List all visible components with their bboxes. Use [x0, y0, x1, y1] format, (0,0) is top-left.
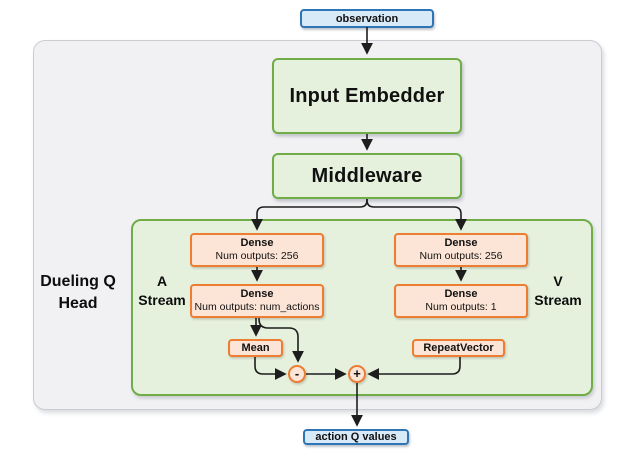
v-stream-label: V Stream [534, 273, 582, 308]
dense-title: Dense [444, 237, 478, 250]
subtract-label: - [294, 366, 300, 381]
dense-subtitle: Num outputs: num_actions [194, 301, 320, 314]
add-operator: + [348, 365, 366, 383]
repeat-vector-label: RepeatVector [423, 342, 494, 354]
action-q-values-label: action Q values [315, 431, 397, 443]
observation-node: observation [300, 9, 434, 28]
mean-node: Mean [228, 339, 283, 357]
dense-subtitle: Num outputs: 1 [425, 301, 497, 314]
dense-title: Dense [240, 237, 274, 250]
v-stream-dense-1: Dense Num outputs: 256 [394, 233, 528, 267]
dense-title: Dense [444, 288, 478, 301]
dense-subtitle: Num outputs: 256 [419, 250, 503, 263]
observation-label: observation [335, 12, 399, 25]
input-embedder-node: Input Embedder [272, 58, 462, 134]
input-embedder-label: Input Embedder [289, 84, 445, 107]
dense-title: Dense [240, 288, 274, 301]
action-q-values-node: action Q values [303, 429, 409, 445]
add-label: + [353, 366, 361, 381]
dueling-q-head-label: Dueling Q Head [40, 273, 116, 312]
v-stream-dense-2: Dense Num outputs: 1 [394, 284, 528, 318]
a-stream-dense-2: Dense Num outputs: num_actions [190, 284, 324, 318]
subtract-operator: - [288, 365, 306, 383]
a-stream-label: A Stream [138, 273, 186, 308]
repeat-vector-node: RepeatVector [412, 339, 505, 357]
middleware-node: Middleware [272, 153, 462, 199]
middleware-label: Middleware [311, 164, 423, 187]
a-stream-dense-1: Dense Num outputs: 256 [190, 233, 324, 267]
mean-label: Mean [241, 342, 270, 354]
dense-subtitle: Num outputs: 256 [215, 250, 299, 263]
